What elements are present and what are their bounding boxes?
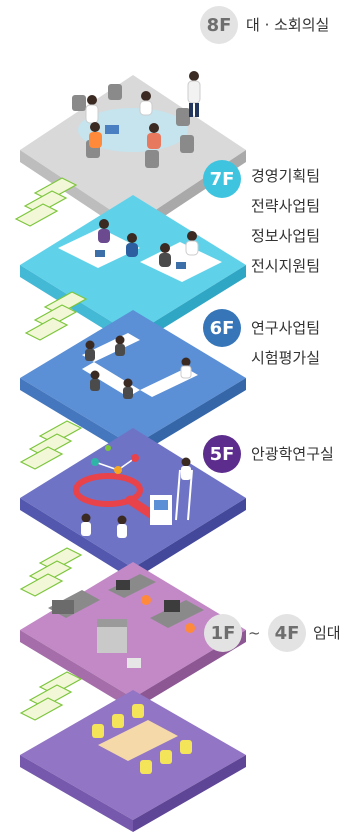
- floor-1f-4f-label: 임대: [313, 624, 341, 642]
- floor-6f-label-2: 시험평가실: [251, 349, 321, 367]
- chair: [92, 724, 104, 738]
- floor-6f-slab: [20, 310, 246, 458]
- chair: [72, 95, 86, 111]
- monitor: [116, 580, 130, 590]
- person: [81, 513, 91, 536]
- desk: [150, 600, 204, 628]
- desk: [58, 228, 140, 268]
- chair: [176, 108, 190, 126]
- person: [126, 233, 138, 257]
- floor-5f-label: 안광학연구실: [251, 445, 334, 463]
- floor-6f-badge: 6F: [203, 309, 241, 347]
- floor-7f-label-3: 정보사업팀: [251, 227, 321, 245]
- person: [147, 123, 161, 149]
- floor-6f-label-1: 연구사업팀: [251, 319, 321, 337]
- stairs: [24, 291, 88, 341]
- printer: [97, 625, 127, 653]
- chair: [145, 150, 159, 168]
- box: [127, 658, 141, 668]
- person: [180, 357, 192, 379]
- chair: [180, 135, 194, 153]
- floor-4f-badge: 4F: [268, 614, 306, 652]
- floor-8f-badge: 8F: [200, 6, 238, 44]
- person: [98, 219, 110, 243]
- monitor: [95, 250, 105, 257]
- person: [115, 335, 125, 356]
- monitor: [176, 262, 186, 269]
- floor-7f-badge: 7F: [203, 160, 241, 198]
- floor-7f-label-2: 전략사업팀: [251, 197, 321, 215]
- person: [181, 457, 191, 480]
- stairs: [14, 177, 78, 227]
- person: [85, 95, 99, 124]
- person: [139, 91, 153, 116]
- molecule: [91, 445, 139, 474]
- person: [117, 515, 127, 538]
- chair: [108, 84, 122, 100]
- floor-5f-badge: 5F: [203, 435, 241, 473]
- chair: [141, 595, 151, 605]
- person: [185, 231, 199, 256]
- floor-8f-slab: [20, 71, 246, 237]
- person: [90, 370, 100, 391]
- chair: [160, 750, 172, 764]
- chair: [112, 714, 124, 728]
- desk: [108, 574, 156, 598]
- person: [187, 71, 201, 117]
- floor-range-separator: ~: [248, 624, 261, 642]
- table: [98, 720, 178, 761]
- chair: [132, 704, 144, 718]
- floor-7f-label-4: 전시지원팀: [251, 257, 321, 275]
- floor-7f-label-1: 경영기획팀: [251, 167, 321, 185]
- stairs: [19, 547, 83, 597]
- floor-1f-slab: [20, 690, 246, 832]
- person: [123, 378, 133, 399]
- stairs: [19, 671, 83, 721]
- table: [82, 333, 140, 362]
- monitor: [164, 600, 180, 612]
- person: [159, 243, 171, 267]
- floor-5f-slab: [20, 428, 246, 580]
- floor-1f-badge: 1F: [204, 614, 242, 652]
- laptop: [105, 125, 119, 134]
- stairs: [19, 420, 83, 470]
- chair: [140, 760, 152, 774]
- chair: [185, 623, 195, 633]
- magnifier: [73, 473, 143, 507]
- chair: [180, 740, 192, 754]
- person: [85, 340, 95, 361]
- person: [89, 122, 102, 148]
- floor-8f-label: 대 · 소회의실: [246, 16, 330, 34]
